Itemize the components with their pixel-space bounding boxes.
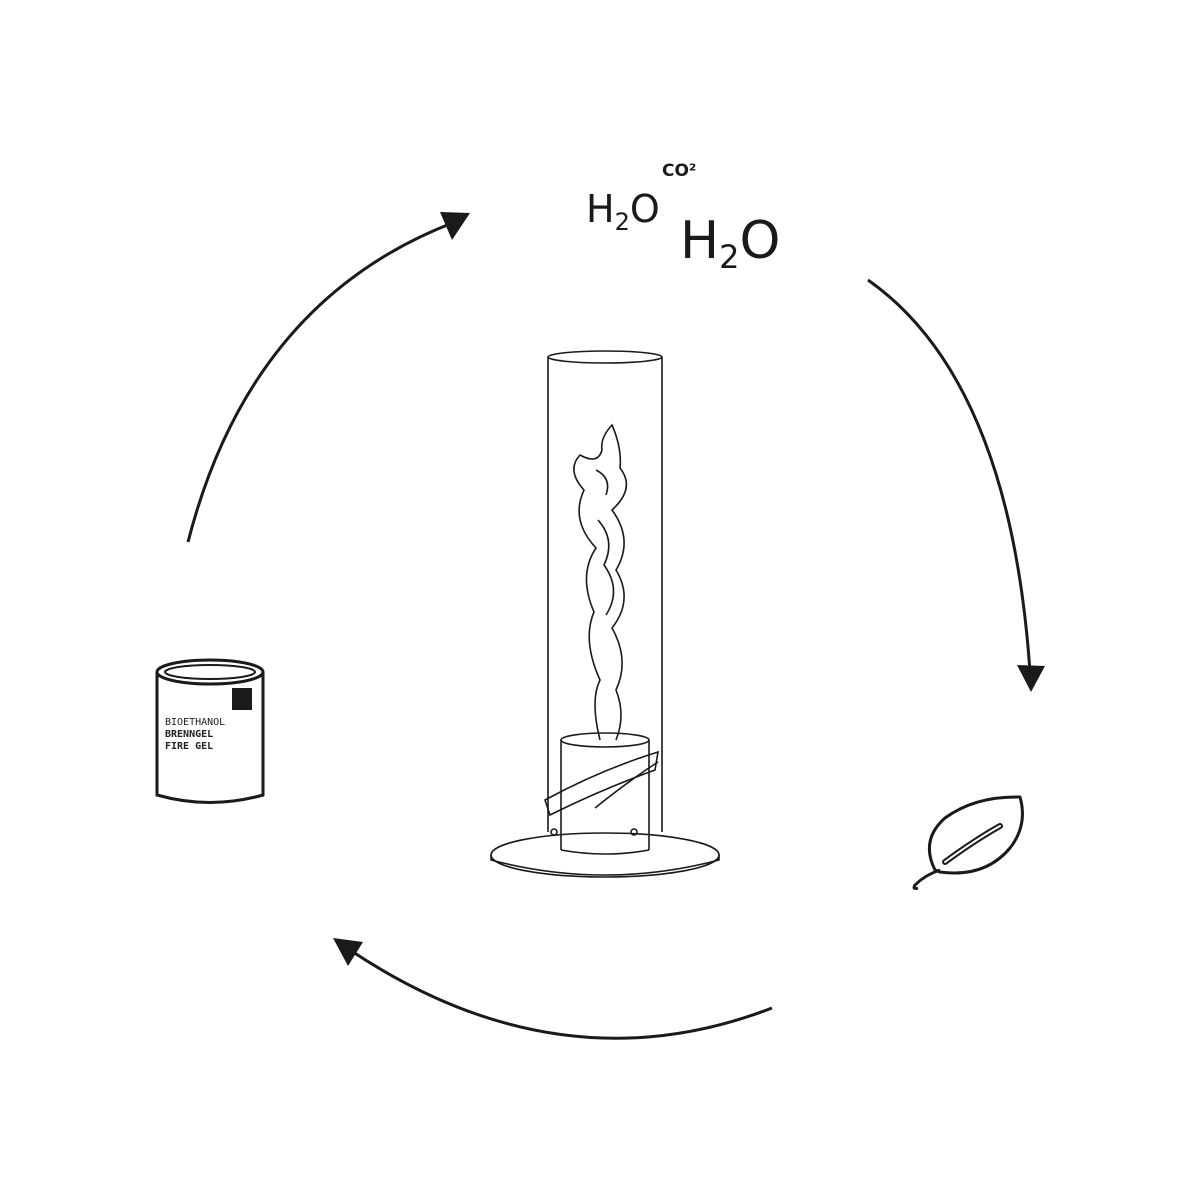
h2o-small: H2O bbox=[586, 187, 660, 236]
arrowhead-right bbox=[1017, 665, 1045, 692]
can-label-line-1: BIOETHANOL bbox=[165, 717, 225, 728]
co2-label: CO² bbox=[662, 161, 696, 181]
arrowhead-bottom bbox=[333, 938, 363, 966]
brand-mark: HÖFATS bbox=[235, 703, 250, 708]
can-label-line-2: BRENNGEL bbox=[165, 729, 213, 740]
emission-formulas: H2O CO² H2O bbox=[586, 161, 780, 276]
arrow-icon bbox=[867, 278, 1032, 673]
fire-column-icon bbox=[490, 350, 720, 878]
brand-box bbox=[232, 688, 252, 710]
arrow-icon bbox=[349, 948, 773, 1040]
leaf-icon bbox=[912, 795, 1024, 891]
flame-icon bbox=[573, 423, 628, 741]
h2o-large: H2O bbox=[680, 211, 780, 276]
fuel-can-icon: HÖFATS BIOETHANOL BRENNGEL FIRE GEL bbox=[155, 658, 265, 804]
cycle-arrows bbox=[186, 212, 1045, 1040]
arrowhead-top bbox=[440, 212, 470, 240]
arrow-icon bbox=[186, 220, 456, 543]
can-label-line-3: FIRE GEL bbox=[165, 741, 213, 752]
